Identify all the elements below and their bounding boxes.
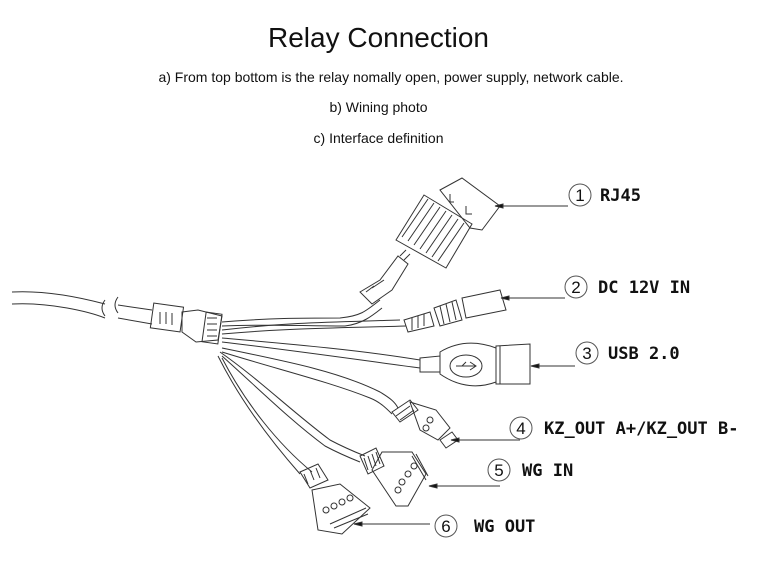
dc-jack: [403, 289, 507, 333]
callout-number-2: 2: [571, 278, 580, 297]
arrow-4-icon: [450, 437, 460, 443]
note-b: b) Wining photo: [329, 99, 428, 115]
number-circle-3: [575, 341, 599, 365]
number-circle-2: [564, 275, 588, 299]
breakout-wires: [217, 299, 421, 475]
kz-out-connector: [391, 399, 459, 449]
arrow-2-icon: [500, 295, 510, 301]
arrow-5-icon: [428, 483, 438, 489]
arrow-3-icon: [530, 363, 540, 369]
callout-label-wg-out: WG OUT: [474, 517, 535, 537]
rj45-connector: [359, 177, 501, 305]
number-circle-1: [568, 183, 592, 207]
main-cable: [11, 291, 223, 345]
number-circle-6: [434, 514, 458, 538]
arrow-1-icon: [494, 203, 504, 209]
number-circle-5: [487, 458, 511, 482]
note-c: c) Interface definition: [313, 130, 444, 146]
callout-label-rj45: RJ45: [600, 186, 641, 206]
callout-number-1: 1: [575, 186, 584, 205]
wg-in-connector: [359, 447, 429, 507]
usb-connector: [419, 342, 531, 387]
callout-label-usb: USB 2.0: [608, 344, 680, 364]
arrow-6-icon: [353, 521, 363, 527]
callout-label-kz-out: KZ_OUT A+/KZ_OUT B-: [544, 419, 738, 439]
callout-number-3: 3: [582, 344, 591, 363]
note-a: a) From top bottom is the relay nomally …: [158, 69, 624, 85]
callout-number-5: 5: [494, 461, 503, 480]
wg-out-connector: [299, 463, 371, 535]
page-title: Relay Connection: [267, 22, 490, 53]
callout-number-6: 6: [441, 517, 450, 536]
callout-number-4: 4: [516, 419, 525, 438]
callout-label-wg-in: WG IN: [522, 461, 573, 481]
callout-label-dc-12v-in: DC 12V IN: [598, 278, 690, 298]
number-circle-4: [509, 416, 533, 440]
